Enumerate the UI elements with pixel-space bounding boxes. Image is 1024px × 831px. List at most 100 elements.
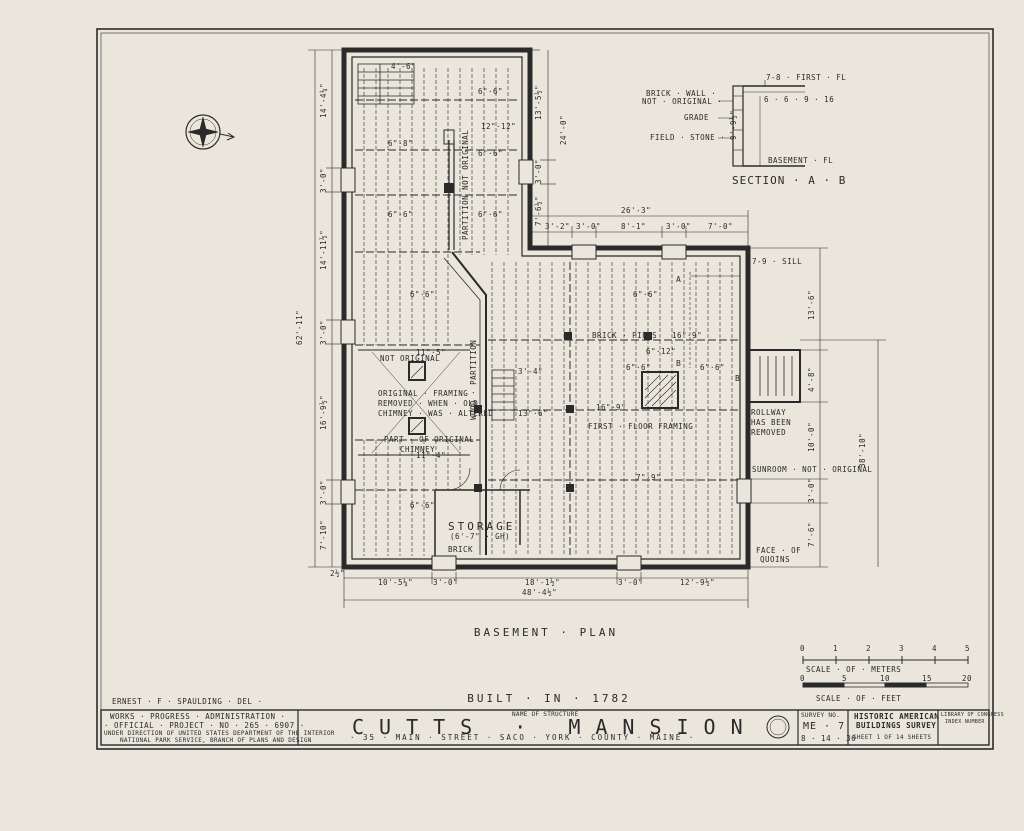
- dim-left-seg5: 16'-9½": [319, 394, 328, 430]
- joist-label: 6"·8": [388, 139, 414, 148]
- note-face-quoins: FACE · OF: [756, 546, 802, 555]
- scale-meters-label: SCALE · OF · METERS: [806, 665, 902, 674]
- note-sill: 7-9 · SILL: [752, 257, 803, 266]
- survey-caption: SURVEY NO.: [801, 712, 841, 719]
- sheet-number: SHEET 1 OF 14 SHEETS: [853, 734, 932, 741]
- section-joists: 6 · 6 · 9 · 16: [764, 95, 835, 104]
- joist-label: 6"·6": [633, 290, 659, 299]
- habs-line1: HISTORIC AMERICAN: [854, 712, 940, 721]
- dim-bottom-seg6: 12'-9½": [680, 578, 716, 587]
- dim-left-seg7: 7'-10": [319, 519, 328, 550]
- chimney-blocks: [408, 129, 679, 492]
- joist-label: 6"·6": [478, 149, 504, 158]
- joist-label: 11"·5": [416, 348, 447, 357]
- note-face-quoins: QUOINS: [760, 555, 791, 564]
- scale-feet-tick: 20: [962, 674, 973, 683]
- exterior-wall-inner: [351, 56, 741, 560]
- loc-line1: LIBRARY OF CONGRESS: [941, 712, 1004, 718]
- dimension-lines: [308, 49, 886, 608]
- dim-ell-seg2: 3'-0": [576, 222, 602, 231]
- note-chimney-altered: CHIMNEY · WAS · ALTERED: [378, 409, 494, 418]
- section-detail: [718, 80, 805, 167]
- interior-partitions: [358, 140, 530, 556]
- dim-right-seg4: 3'-0": [807, 477, 816, 503]
- note-brick: BRICK: [448, 545, 474, 554]
- dim-left-overall: 62'-11": [295, 309, 304, 345]
- note-chimney: CHIMNEY: [400, 445, 436, 454]
- note-rollway: ROLLWAY: [751, 408, 787, 417]
- scale-feet-tick: 5: [842, 674, 848, 683]
- joist-label: 6"·6": [626, 363, 652, 372]
- section-first-fl: 7-8 · FIRST · FL: [766, 73, 847, 82]
- note-rollway: HAS BEEN: [751, 418, 792, 427]
- chimney-hatch: [410, 365, 677, 433]
- dim-ell-seg3: 8'-1": [621, 222, 647, 231]
- structure-caption: NAME OF STRUCTURE: [512, 711, 579, 718]
- structure-name: CUTTS · MANSION: [352, 715, 758, 739]
- habs-line2: BUILDINGS SURVEY: [856, 721, 937, 730]
- section-basement-fl: BASEMENT · FL: [768, 156, 834, 165]
- section-field-stone: FIELD · STONE ·: [650, 133, 726, 142]
- joist-label: 3'-4": [518, 367, 544, 376]
- wpa-line4: NATIONAL PARK SERVICE, BRANCH OF PLANS A…: [120, 737, 312, 744]
- dim-left-seg6: 3'-0": [319, 479, 328, 505]
- title-block: [100, 709, 990, 746]
- joist-label: 6"·6": [410, 501, 436, 510]
- section-height: 9'-9½": [729, 109, 738, 140]
- section-grade: GRADE: [684, 113, 710, 122]
- dim-left-seg1: 14'-4¼": [319, 82, 328, 118]
- note-removed-when-old: REMOVED · WHEN · OLD: [378, 399, 479, 408]
- joist-label: 6"·12": [646, 347, 677, 356]
- wpa-line3: UNDER DIRECTION OF UNITED STATES DEPARTM…: [104, 730, 335, 737]
- section-brick-wall: BRICK · WALL ·: [646, 89, 717, 98]
- scale-meters-tick: 5: [965, 644, 971, 653]
- north-arrow-icon: [185, 114, 236, 150]
- loc-line2: INDEX NUMBER: [945, 719, 985, 725]
- note-rollway: REMOVED: [751, 428, 787, 437]
- section-not-original: NOT · ORIGINAL ·: [642, 97, 723, 106]
- dim-ell-overall: 26'-3": [621, 206, 652, 215]
- note-storage-dim: (6'-7" · GH): [450, 532, 511, 541]
- note-partition-not-original: PARTITION NOT ORIGINAL: [461, 129, 470, 240]
- dim-left-seg3: 14'-11½": [319, 229, 328, 270]
- dim-mid-seg2: 3'-0": [534, 158, 543, 184]
- note-wood-partition: WOOD · PARTITION: [469, 339, 478, 420]
- basement-plan: A B B: [340, 47, 801, 571]
- dim-right-seg5: 7'-6": [807, 521, 816, 547]
- wpa-line1: WORKS · PROGRESS · ADMINISTRATION ·: [110, 712, 286, 721]
- scale-meters-tick: 0: [800, 644, 806, 653]
- built-date: BUILT · IN · 1782: [467, 692, 631, 705]
- joist-label: 16"·9": [672, 331, 703, 340]
- dim-bottom-seg4: 18'-1½": [525, 578, 561, 587]
- exterior-wall: [341, 47, 751, 570]
- dim-top-stair: 4'-6": [391, 62, 417, 71]
- svg-text:B: B: [735, 374, 740, 383]
- window-openings: [340, 159, 752, 571]
- svg-text:B: B: [676, 359, 681, 368]
- dim-mid-seg1: 13'-5½": [534, 84, 543, 120]
- section-title: SECTION · A · B: [732, 174, 847, 187]
- scale-feet-label: SCALE · OF · FEET: [816, 694, 902, 703]
- section-markers: A B B: [676, 272, 740, 383]
- dim-bottom-overall: 48'-4½": [522, 588, 558, 597]
- dim-right-seg2: 4'-8": [807, 366, 816, 392]
- joist-label: 6"·6": [478, 87, 504, 96]
- note-not-original: NOT ORIGINAL: [380, 354, 441, 363]
- rollway: [747, 349, 801, 403]
- joist-label: 6"·6": [700, 363, 726, 372]
- note-original-framing: ORIGINAL · FRAMING: [378, 389, 469, 398]
- scale-feet-tick: 0: [800, 674, 806, 683]
- joist-label: 11"·4": [416, 451, 447, 460]
- survey-number: ME · 7: [803, 721, 846, 732]
- joist-label: 6"·6": [478, 210, 504, 219]
- joist-label: 6"·6": [410, 290, 436, 299]
- stair: [357, 63, 415, 105]
- scale-meters-tick: 4: [932, 644, 938, 653]
- dim-bottom-seg5: 3'-0": [618, 578, 644, 587]
- dim-mid-seg3: 7'-6½": [534, 195, 543, 226]
- dim-left-seg4: 3'-0": [319, 319, 328, 345]
- dim-bottom-seg3: 3'-0": [433, 578, 459, 587]
- survey-date: 8 · 14 · 36: [801, 734, 857, 743]
- joist-label: 6"·6": [388, 210, 414, 219]
